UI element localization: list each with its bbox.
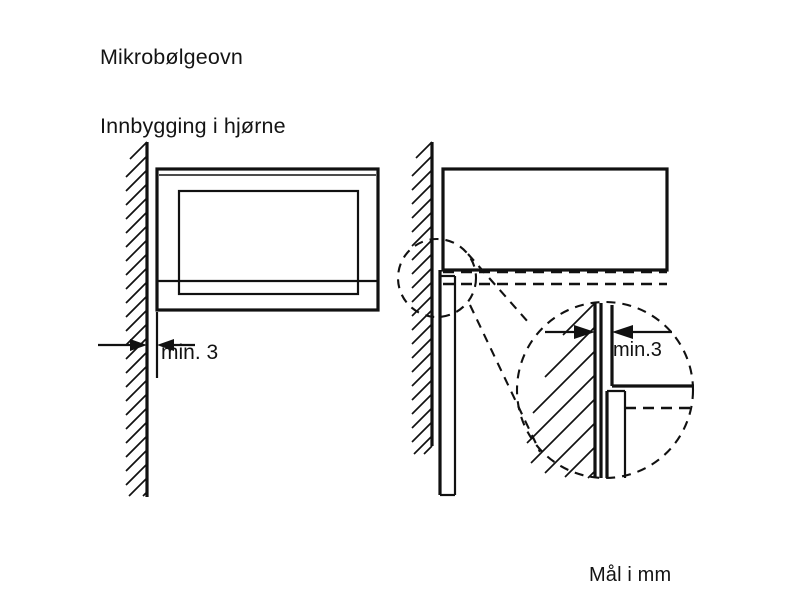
title-block: Mikrobølgeovn Innbygging i hjørne — [100, 2, 286, 183]
title-line-product: Mikrobølgeovn — [100, 44, 243, 69]
detail-leader-line-lower — [469, 304, 541, 453]
front-view-appliance-outer-frame — [155, 167, 380, 312]
detail-leader-line-upper — [467, 253, 529, 323]
front-view-group — [98, 141, 380, 497]
magnified-detail-circle — [515, 300, 695, 480]
magnified-arrowhead-left — [574, 325, 595, 339]
magnified-detail-dimension-label: min.3 — [613, 339, 662, 361]
front-view-dimension-label: min. 3 — [161, 341, 219, 364]
top-view-appliance-body — [441, 167, 669, 272]
front-view-wall-hatching — [125, 141, 148, 497]
front-view-door-rectangle — [177, 189, 360, 296]
unit-note: Mål i mm — [589, 564, 672, 586]
magnified-arrowhead-right — [612, 325, 633, 339]
magnified-wall-hatching — [526, 302, 596, 479]
magnified-detail-group — [515, 300, 695, 480]
front-view-dimension-min3 — [98, 312, 195, 378]
top-view-wall-hatching — [411, 141, 433, 455]
top-view-group — [396, 141, 695, 497]
front-view-arrowhead-right — [157, 339, 174, 351]
front-view-arrowhead-left — [130, 339, 147, 351]
detail-indicator-circle — [396, 237, 478, 319]
title-line-installation: Innbygging i hjørne — [100, 114, 286, 139]
